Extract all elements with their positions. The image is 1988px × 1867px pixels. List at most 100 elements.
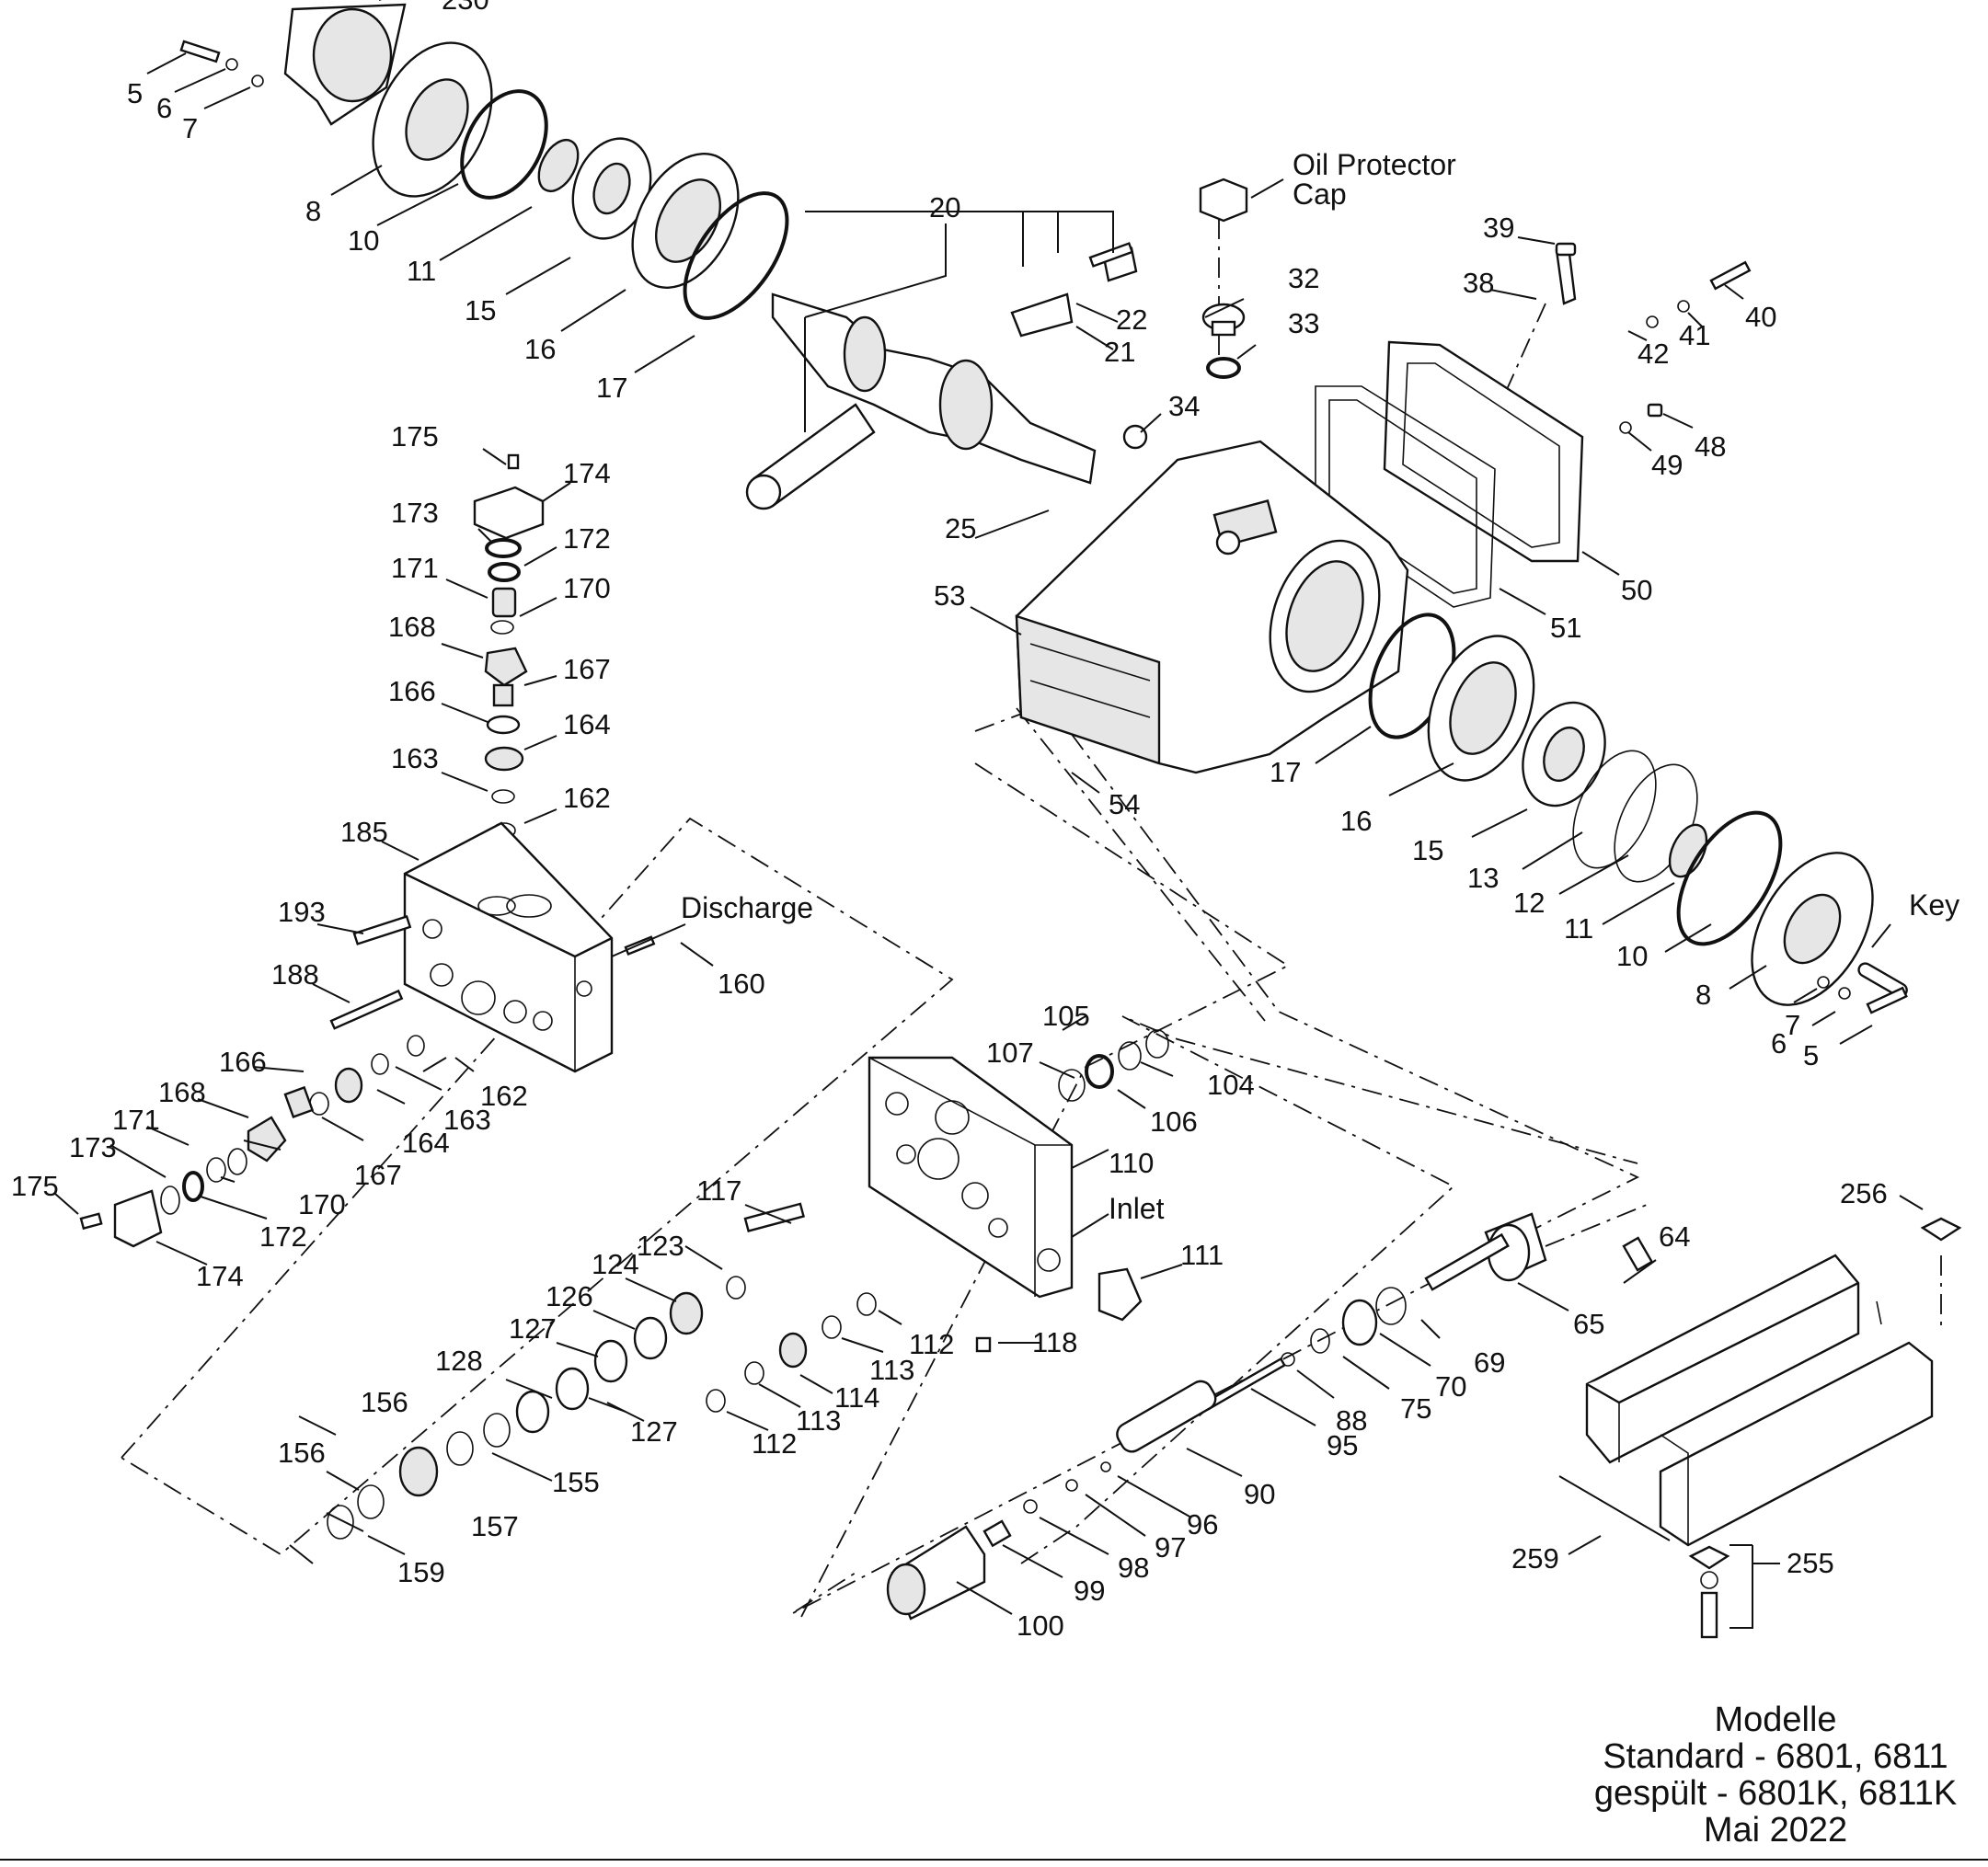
callout: 123 bbox=[637, 1230, 684, 1262]
callout: 34 bbox=[1168, 390, 1200, 422]
callout: 70 bbox=[1435, 1370, 1466, 1403]
callout: 164 bbox=[563, 708, 611, 740]
callout: 7 bbox=[182, 112, 198, 144]
callout: 100 bbox=[1017, 1609, 1064, 1642]
callout: 64 bbox=[1659, 1220, 1690, 1253]
callout: 155 bbox=[552, 1466, 600, 1498]
callout: 163 bbox=[443, 1104, 491, 1136]
callout: 96 bbox=[1187, 1508, 1218, 1541]
text-annotations: Oil Protector Cap Discharge Inlet Key bbox=[681, 148, 1959, 1225]
callout: 170 bbox=[563, 572, 611, 604]
callout: 167 bbox=[563, 653, 611, 685]
callout: 41 bbox=[1679, 319, 1710, 351]
models-heading: Modelle bbox=[1714, 1701, 1836, 1739]
callout: 20 bbox=[929, 191, 960, 223]
callout: 15 bbox=[465, 294, 496, 326]
callout: 25 bbox=[945, 512, 976, 544]
callout: 5 bbox=[1803, 1039, 1819, 1071]
callout: 188 bbox=[271, 958, 319, 991]
callout: 48 bbox=[1695, 430, 1726, 463]
callout: 173 bbox=[69, 1131, 117, 1163]
callout: 112 bbox=[909, 1328, 954, 1360]
callout: 99 bbox=[1074, 1575, 1105, 1607]
callout: 10 bbox=[348, 224, 379, 257]
callout: 88 bbox=[1336, 1404, 1367, 1437]
callout: 168 bbox=[158, 1076, 206, 1108]
callout: 156 bbox=[361, 1386, 408, 1418]
callout: 185 bbox=[340, 816, 388, 848]
callout: 42 bbox=[1638, 338, 1669, 370]
callout: 105 bbox=[1042, 1000, 1090, 1032]
callout: 12 bbox=[1513, 887, 1545, 919]
callout: 51 bbox=[1550, 612, 1581, 644]
callout: 110 bbox=[1109, 1147, 1154, 1179]
callout: 193 bbox=[278, 896, 326, 928]
callout: 98 bbox=[1118, 1552, 1149, 1584]
callout: 170 bbox=[298, 1188, 346, 1220]
models-date: Mai 2022 bbox=[1704, 1811, 1847, 1850]
callout: 5 bbox=[127, 77, 143, 109]
callout: 13 bbox=[1467, 862, 1499, 894]
models-standard: Standard - 6801, 6811 bbox=[1603, 1737, 1948, 1776]
callout: 16 bbox=[1340, 805, 1372, 837]
callout: 230 bbox=[442, 0, 489, 16]
callout: 53 bbox=[934, 579, 965, 612]
callout: 65 bbox=[1573, 1308, 1604, 1340]
callout: 174 bbox=[563, 457, 611, 489]
callout: 259 bbox=[1511, 1542, 1559, 1575]
callout: 54 bbox=[1109, 788, 1140, 820]
callout: 32 bbox=[1288, 262, 1319, 294]
callout: 104 bbox=[1207, 1069, 1255, 1101]
leader-lines bbox=[54, 0, 1924, 1629]
callout: 107 bbox=[986, 1037, 1034, 1069]
callout: 171 bbox=[391, 552, 439, 584]
callout: 162 bbox=[563, 782, 611, 814]
callout: 118 bbox=[1032, 1326, 1077, 1358]
callout: 17 bbox=[1270, 756, 1301, 788]
callout: 166 bbox=[388, 675, 436, 707]
callout: 11 bbox=[407, 255, 436, 287]
callout: 255 bbox=[1787, 1547, 1834, 1579]
callout: 127 bbox=[630, 1415, 678, 1448]
callout: 16 bbox=[524, 333, 556, 365]
callout: 160 bbox=[718, 968, 765, 1000]
callout: 6 bbox=[1771, 1027, 1787, 1059]
callout: 163 bbox=[391, 742, 439, 774]
callout: 112 bbox=[752, 1427, 797, 1460]
callout: 15 bbox=[1412, 834, 1443, 866]
callout: 39 bbox=[1483, 212, 1514, 244]
callout: 75 bbox=[1400, 1392, 1431, 1425]
callout: 164 bbox=[402, 1127, 450, 1159]
callout: 8 bbox=[305, 195, 321, 227]
callout: 159 bbox=[397, 1556, 445, 1588]
callout: 166 bbox=[219, 1046, 267, 1078]
callout: 175 bbox=[11, 1170, 59, 1202]
callout: 168 bbox=[388, 611, 436, 643]
callout: 157 bbox=[471, 1510, 519, 1542]
oil-protector-cap-label: Oil Protector bbox=[1293, 148, 1456, 181]
callout: 8 bbox=[1695, 979, 1711, 1011]
callout: 173 bbox=[391, 497, 439, 529]
callout: 106 bbox=[1150, 1105, 1198, 1138]
model-info: Modelle Standard - 6801, 6811 gespült - … bbox=[1594, 1701, 1957, 1850]
oil-protector-cap-label-line2: Cap bbox=[1293, 178, 1347, 211]
callout: 40 bbox=[1745, 301, 1776, 333]
callout: 124 bbox=[592, 1248, 639, 1280]
callout: 49 bbox=[1651, 449, 1683, 481]
key-label: Key bbox=[1909, 888, 1959, 922]
callout: 175 bbox=[391, 420, 439, 452]
part-drawings bbox=[79, 3, 1962, 1639]
callout: 7 bbox=[1785, 1009, 1800, 1041]
callout: 128 bbox=[435, 1345, 483, 1377]
callout: 97 bbox=[1155, 1531, 1186, 1563]
callout: 6 bbox=[156, 92, 172, 124]
callout: 256 bbox=[1840, 1177, 1888, 1209]
callout: 17 bbox=[596, 372, 627, 404]
callout: 113 bbox=[869, 1354, 914, 1386]
callout: 171 bbox=[112, 1104, 160, 1136]
models-flushed: gespült - 6801K, 6811K bbox=[1594, 1774, 1957, 1813]
inlet-label: Inlet bbox=[1109, 1192, 1165, 1225]
callout: 50 bbox=[1621, 574, 1652, 606]
callout: 90 bbox=[1244, 1478, 1275, 1510]
